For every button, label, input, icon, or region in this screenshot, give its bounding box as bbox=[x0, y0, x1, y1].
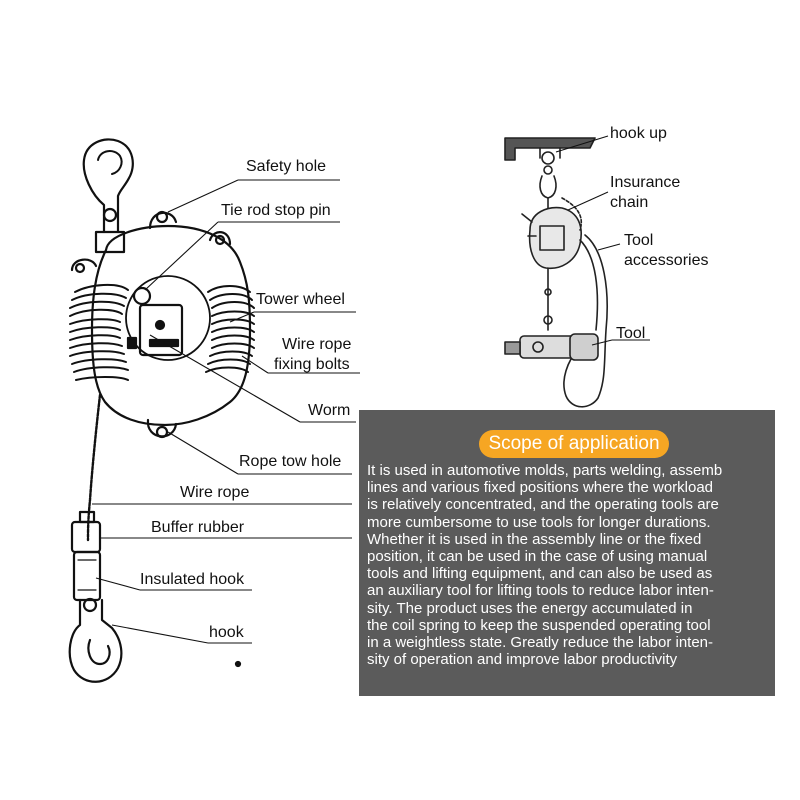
scope-line: in a weightless state. Greatly reduce th… bbox=[367, 634, 714, 652]
label-tool: Tool bbox=[616, 325, 646, 342]
scope-line: position, it can be used in the case of … bbox=[367, 548, 708, 566]
buffer-rubber-block bbox=[70, 520, 102, 554]
tool-accessories-hose bbox=[563, 234, 608, 408]
scope-line: lines and various fixed positions where … bbox=[367, 479, 714, 497]
scope-line: more cumbersome to use tools for longer … bbox=[367, 513, 711, 531]
label-hook: hook bbox=[209, 624, 244, 641]
label-tool-accessories-line2: accessories bbox=[624, 252, 709, 269]
scope-line: Whether it is used in the assembly line … bbox=[367, 530, 702, 548]
label-wire-rope-fixing-bolts-line1: Wire rope bbox=[282, 336, 352, 353]
scope-line: tools and lifting equipment, and can als… bbox=[367, 565, 713, 583]
label-tower-wheel: Tower wheel bbox=[256, 291, 345, 308]
tie-rod-stop-pin-icon bbox=[132, 286, 152, 306]
label-safety-hole: Safety hole bbox=[246, 158, 327, 175]
label-insurance-chain-line1: Insurance bbox=[610, 174, 681, 191]
label-wire-rope: Wire rope bbox=[180, 484, 250, 501]
scope-line: is relatively concentrated, and the oper… bbox=[367, 496, 719, 514]
label-rope-tow-hole: Rope tow hole bbox=[239, 453, 342, 470]
insulated-hook-body bbox=[72, 550, 102, 602]
coil-spring-bands bbox=[69, 284, 255, 381]
scope-title-badge: Scope of application bbox=[479, 430, 669, 458]
label-hook-up: hook up bbox=[610, 125, 667, 142]
scope-of-application-panel: Scope of application It is used in autom… bbox=[359, 410, 775, 696]
scope-description: It is used in automotive molds, parts we… bbox=[367, 462, 771, 668]
wire-rope-line bbox=[86, 393, 102, 542]
scope-line: sity. The product uses the energy accumu… bbox=[367, 599, 693, 617]
label-tie-rod-stop-pin: Tie rod stop pin bbox=[221, 202, 331, 219]
scope-line: an auxiliary tool for lifting tools to r… bbox=[367, 582, 714, 600]
insurance-chain bbox=[561, 197, 582, 231]
label-insurance-chain-line2: chain bbox=[610, 194, 649, 211]
scope-line: sity of operation and improve labor prod… bbox=[367, 651, 678, 669]
balancer-body bbox=[528, 206, 582, 270]
label-buffer-rubber: Buffer rubber bbox=[151, 519, 245, 536]
balancer-housing bbox=[90, 224, 252, 427]
safety-hole-icon bbox=[155, 210, 169, 224]
label-wire-rope-fixing-bolts-line2: fixing bolts bbox=[274, 356, 350, 373]
top-hook-icon bbox=[82, 138, 134, 234]
label-insulated-hook: Insulated hook bbox=[140, 571, 245, 588]
label-worm: Worm bbox=[308, 402, 351, 419]
worm-block bbox=[138, 303, 184, 357]
bottom-hook-icon bbox=[68, 598, 123, 683]
suspended-tool-diagram bbox=[504, 137, 608, 408]
scope-line: the coil spring to keep the suspended op… bbox=[367, 616, 711, 634]
scope-line: It is used in automotive molds, parts we… bbox=[367, 462, 723, 479]
rope-tow-hole-icon bbox=[155, 425, 169, 439]
label-tool-accessories-line1: Tool bbox=[624, 232, 654, 249]
